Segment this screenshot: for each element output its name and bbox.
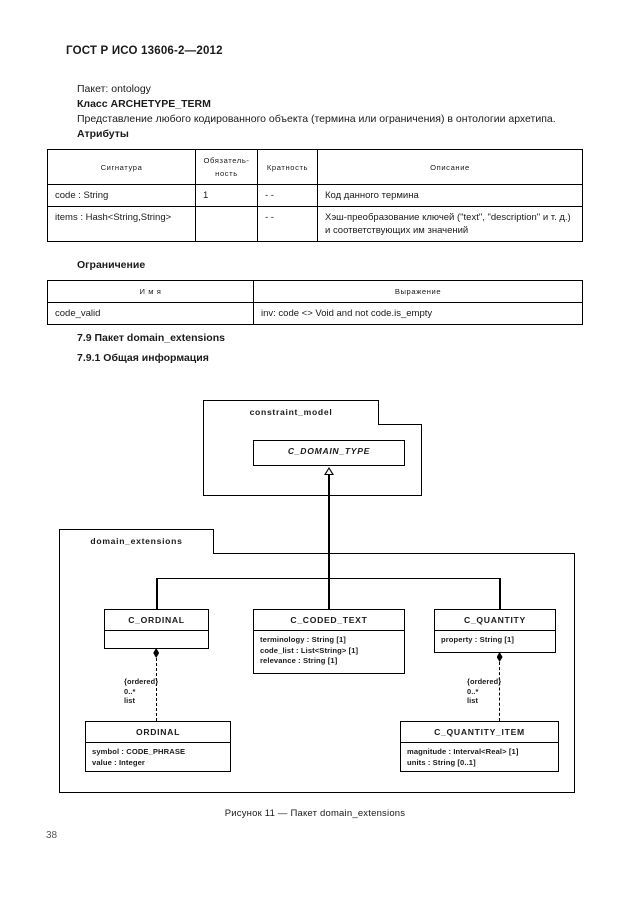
class-box-c-coded-text: C_CODED_TEXT terminology : String [1] co… <box>253 609 405 674</box>
generalization-arrow-icon <box>324 467 334 475</box>
association-label-ordinal: {ordered} 0..* list <box>124 677 158 706</box>
table-row: code : String 1 - - Код данного термина <box>47 184 583 207</box>
table-header-row: Сигнатура Обязатель-ность Кратность Опис… <box>47 149 583 185</box>
class-description: Представление любого кодированного объек… <box>77 113 556 125</box>
column-header-expression: Выражение <box>253 280 583 303</box>
association-role: list <box>467 696 479 705</box>
class-attributes-c-quantity: property : String [1] <box>435 630 555 650</box>
cell-mandatory <box>195 206 258 242</box>
document-header: ГОСТ Р ИСО 13606-2—2012 <box>66 45 223 57</box>
attribute-row: relevance : String [1] <box>260 656 338 665</box>
cell-cardinality: - - <box>257 184 318 207</box>
composition-diamond-ordinal <box>153 648 160 658</box>
cell-description: Код данного термина <box>317 184 583 207</box>
figure-caption: Рисунок 11 — Пакет domain_extensions <box>224 808 406 819</box>
attribute-row: property : String [1] <box>441 635 514 644</box>
attribute-row: value : Integer <box>92 757 145 767</box>
table-row: code_valid inv: code <> Void and not cod… <box>47 302 583 325</box>
class-box-c-quantity-item: C_QUANTITY_ITEM magnitude : Interval<Rea… <box>400 721 559 772</box>
attribute-row: code_list : List<String> [1] <box>260 645 359 655</box>
composition-line-quantity <box>499 662 501 721</box>
constraint-table: И м я Выражение code_valid inv: code <> … <box>47 280 583 325</box>
class-attributes-c-quantity-item: magnitude : Interval<Real> [1] units : S… <box>401 742 558 772</box>
class-attributes-c-coded-text: terminology : String [1] code_list : Lis… <box>254 630 404 671</box>
generalization-branch-right <box>499 577 501 616</box>
attribute-row: magnitude : Interval<Real> [1] <box>407 747 519 756</box>
class-name-c-domain-type: C_DOMAIN_TYPE <box>287 446 371 456</box>
association-constraint: {ordered} <box>467 677 502 686</box>
association-multiplicity: 0..* <box>124 686 136 696</box>
column-header-cardinality: Кратность <box>257 149 318 185</box>
generalization-branch-center <box>328 577 330 616</box>
page-number: 38 <box>46 830 58 841</box>
association-multiplicity: 0..* <box>467 686 479 696</box>
class-name-c-ordinal: C_ORDINAL <box>128 615 185 625</box>
package-label-domain-extensions: domain_extensions <box>59 529 214 554</box>
column-header-mandatory: Обязатель-ность <box>195 149 258 185</box>
class-box-c-domain-type: C_DOMAIN_TYPE <box>253 440 405 466</box>
cell-constraint-expression: inv: code <> Void and not code.is_empty <box>253 302 583 325</box>
generalization-branch-left <box>156 577 158 616</box>
composition-diamond-quantity <box>496 652 503 662</box>
class-line: Класс ARCHETYPE_TERM <box>77 98 211 110</box>
cell-signature: items : Hash<String,String> <box>47 206 196 242</box>
attribute-row: symbol : CODE_PHRASE <box>92 747 186 756</box>
intro-block: Пакет: ontology Класс ARCHETYPE_TERM Пре… <box>77 82 577 142</box>
cell-signature: code : String <box>47 184 196 207</box>
class-box-ordinal: ORDINAL symbol : CODE_PHRASE value : Int… <box>85 721 231 772</box>
column-header-name: И м я <box>47 280 254 303</box>
uml-diagram: constraint_model C_DOMAIN_TYPE domain_ex… <box>0 388 630 803</box>
class-name-c-coded-text: C_CODED_TEXT <box>290 615 368 625</box>
section-heading-7-9-1: 7.9.1 Общая информация <box>77 352 209 364</box>
cell-description: Хэш-преобразование ключей ("text", "desc… <box>317 206 583 242</box>
column-header-description: Описание <box>317 149 583 185</box>
class-attributes-ordinal: symbol : CODE_PHRASE value : Integer <box>86 742 230 772</box>
package-body-domain-extensions <box>59 553 575 793</box>
package-line: Пакет: ontology <box>77 83 151 95</box>
table-header-row: И м я Выражение <box>47 280 583 303</box>
column-header-signature: Сигнатура <box>47 149 196 185</box>
class-name-ordinal: ORDINAL <box>135 727 181 737</box>
attributes-table: Сигнатура Обязатель-ность Кратность Опис… <box>47 149 583 242</box>
attributes-label: Атрибуты <box>77 128 129 140</box>
section-heading-7-9: 7.9 Пакет domain_extensions <box>77 332 225 344</box>
association-role: list <box>124 696 136 705</box>
table-row: items : Hash<String,String> - - Хэш-прео… <box>47 206 583 242</box>
class-box-c-ordinal: C_ORDINAL <box>104 609 209 649</box>
attribute-row: terminology : String [1] <box>260 635 346 644</box>
association-constraint: {ordered} <box>124 677 159 686</box>
association-label-quantity: {ordered} 0..* list <box>467 677 501 706</box>
class-name-c-quantity: C_QUANTITY <box>464 615 526 625</box>
cell-cardinality: - - <box>257 206 318 242</box>
class-box-c-quantity: C_QUANTITY property : String [1] <box>434 609 556 653</box>
constraint-label: Ограничение <box>77 259 146 271</box>
class-attributes-c-ordinal <box>105 630 208 645</box>
composition-line-ordinal <box>156 658 157 721</box>
class-name-c-quantity-item: C_QUANTITY_ITEM <box>434 727 525 737</box>
generalization-trunk <box>328 475 330 579</box>
cell-constraint-name: code_valid <box>47 302 254 325</box>
cell-mandatory: 1 <box>195 184 258 207</box>
package-label-constraint-model: constraint_model <box>203 400 379 425</box>
attribute-row: units : String [0..1] <box>407 757 476 767</box>
